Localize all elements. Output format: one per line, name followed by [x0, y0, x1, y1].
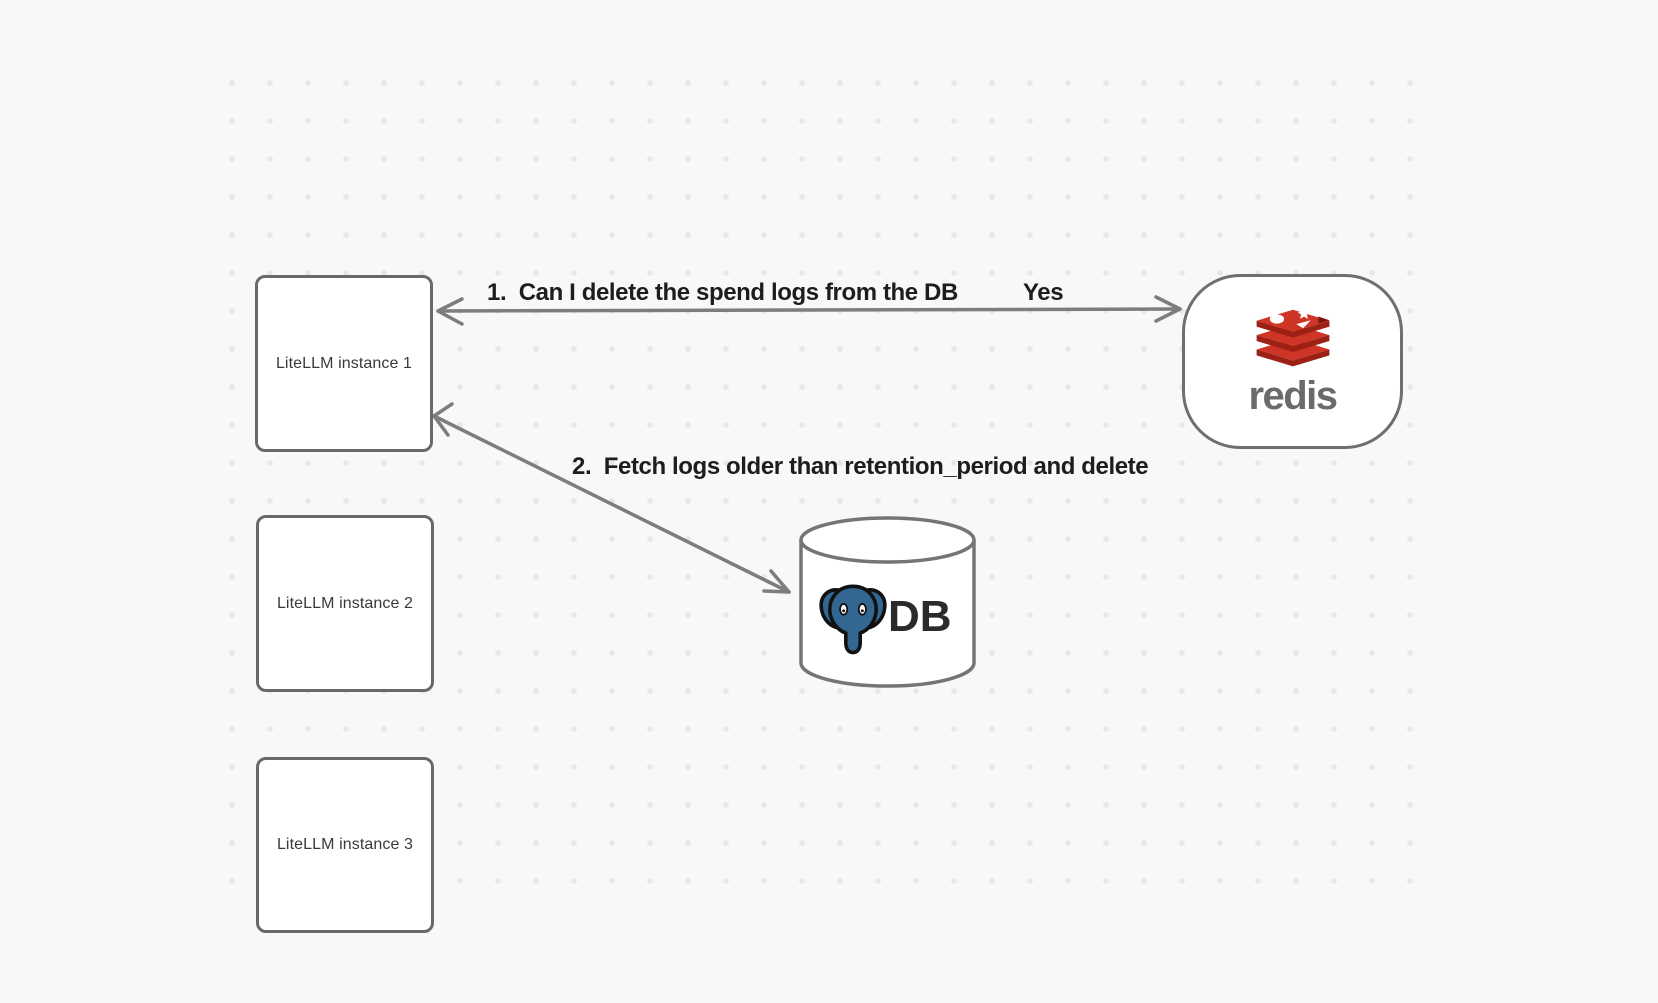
db-label: DB: [888, 592, 952, 641]
node-label: LiteLLM instance 3: [276, 836, 414, 853]
redis-wordmark: redis: [1248, 373, 1338, 418]
edge-redis-to-instance1: [436, 295, 1182, 326]
node-litellm-instance-2: LiteLLM instance 2: [256, 515, 434, 692]
node-label: LiteLLM instance 1: [275, 354, 413, 372]
edge1-response-label: Yes: [1023, 279, 1064, 306]
node-redis: redis: [1182, 274, 1403, 449]
edge1-label: 1. Can I delete the spend logs from the …: [487, 279, 958, 306]
redis-stacked-discs-icon: [1256, 307, 1329, 366]
edge2-label: 2. Fetch logs older than retention_perio…: [572, 453, 1149, 480]
node-litellm-instance-1: LiteLLM instance 1: [255, 275, 433, 452]
postgresql-elephant-icon: [819, 584, 887, 655]
node-label: LiteLLM instance 2: [276, 594, 414, 612]
database-cylinder-icon: [799, 516, 976, 688]
edge-instance1-to-db: [432, 402, 791, 594]
node-litellm-instance-3: LiteLLM instance 3: [256, 757, 434, 933]
